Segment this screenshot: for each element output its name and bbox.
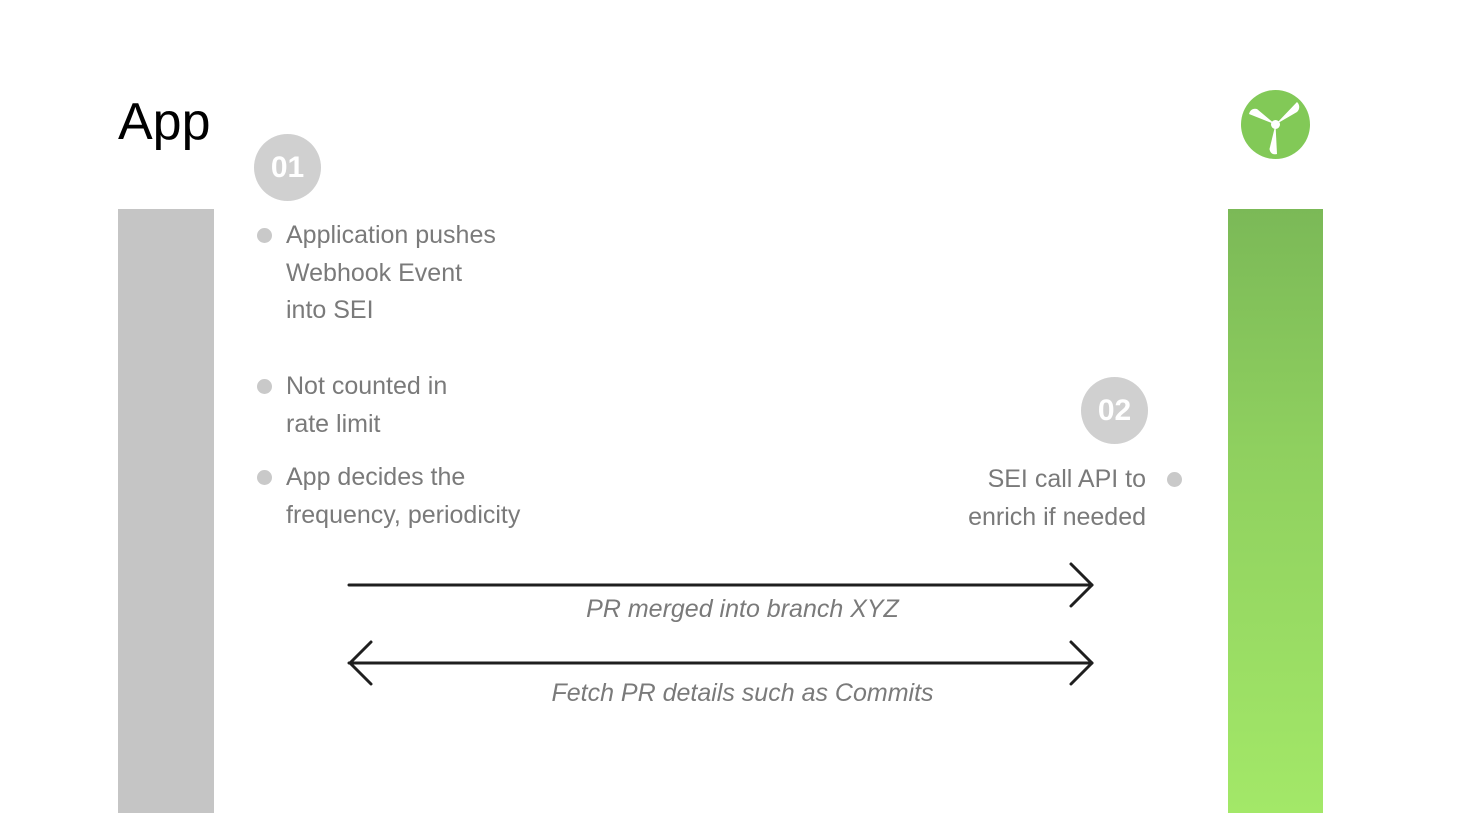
- step-02-badge: 02: [1081, 377, 1148, 444]
- app-lane: [118, 209, 214, 813]
- bullet-text: App decides the frequency, periodicity: [286, 463, 521, 529]
- app-title: App: [118, 93, 211, 151]
- step1-bullet-push-webhook: Application pushes Webhook Event into SE…: [257, 217, 586, 330]
- bullet-text: Not counted in rate limit: [286, 372, 448, 438]
- push-arrow: [347, 562, 1094, 608]
- sei-lane: [1228, 209, 1323, 813]
- sei-windmill-logo-icon: [1241, 90, 1310, 159]
- bullet-dot: [1167, 472, 1182, 487]
- bullet-dot: [257, 379, 272, 394]
- push-arrow-label: PR merged into branch XYZ: [586, 595, 899, 623]
- fetch-double-arrow: [347, 640, 1094, 686]
- step2-bullet-enrich: SEI call API to enrich if needed: [900, 461, 1182, 536]
- flow-arrows: [347, 562, 1094, 686]
- step-01-badge: 01: [254, 134, 321, 201]
- step1-bullet-frequency: App decides the frequency, periodicity: [257, 459, 606, 534]
- bullet-dot: [257, 228, 272, 243]
- bullet-text: SEI call API to enrich if needed: [968, 465, 1146, 531]
- step1-bullet-rate-limit: Not counted in rate limit: [257, 368, 586, 443]
- bullet-dot: [257, 470, 272, 485]
- fetch-arrow-label: Fetch PR details such as Commits: [551, 679, 934, 707]
- bullet-text: Application pushes Webhook Event into SE…: [286, 221, 496, 324]
